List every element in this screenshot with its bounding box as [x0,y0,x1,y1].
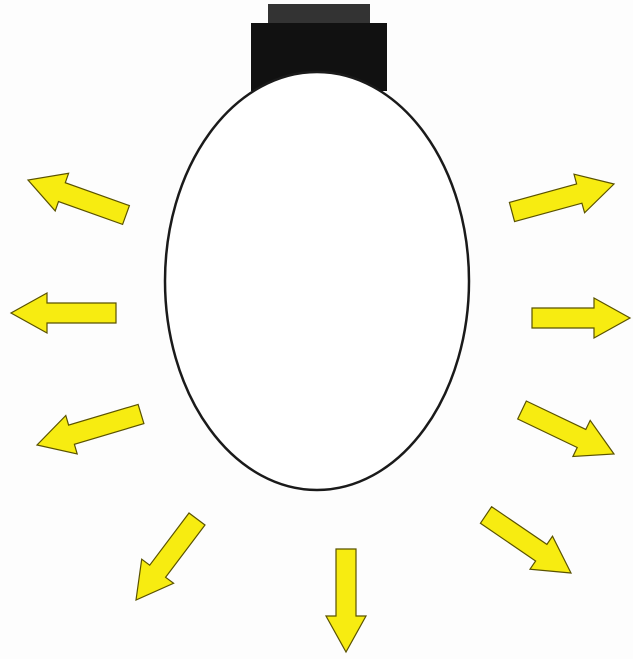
bulb-base-cap [268,4,370,26]
ray-down-left-icon [37,404,144,454]
ray-up-right-icon [509,174,614,221]
bulb-glass [165,72,469,490]
ray-right-icon [532,298,630,338]
ray-lower-left-icon [136,513,205,600]
ray-left-icon [11,293,116,333]
ray-down-right-icon [518,401,614,457]
ray-down-icon [326,549,366,652]
ray-lower-right-icon [480,507,571,573]
ray-up-left-icon [28,173,129,224]
